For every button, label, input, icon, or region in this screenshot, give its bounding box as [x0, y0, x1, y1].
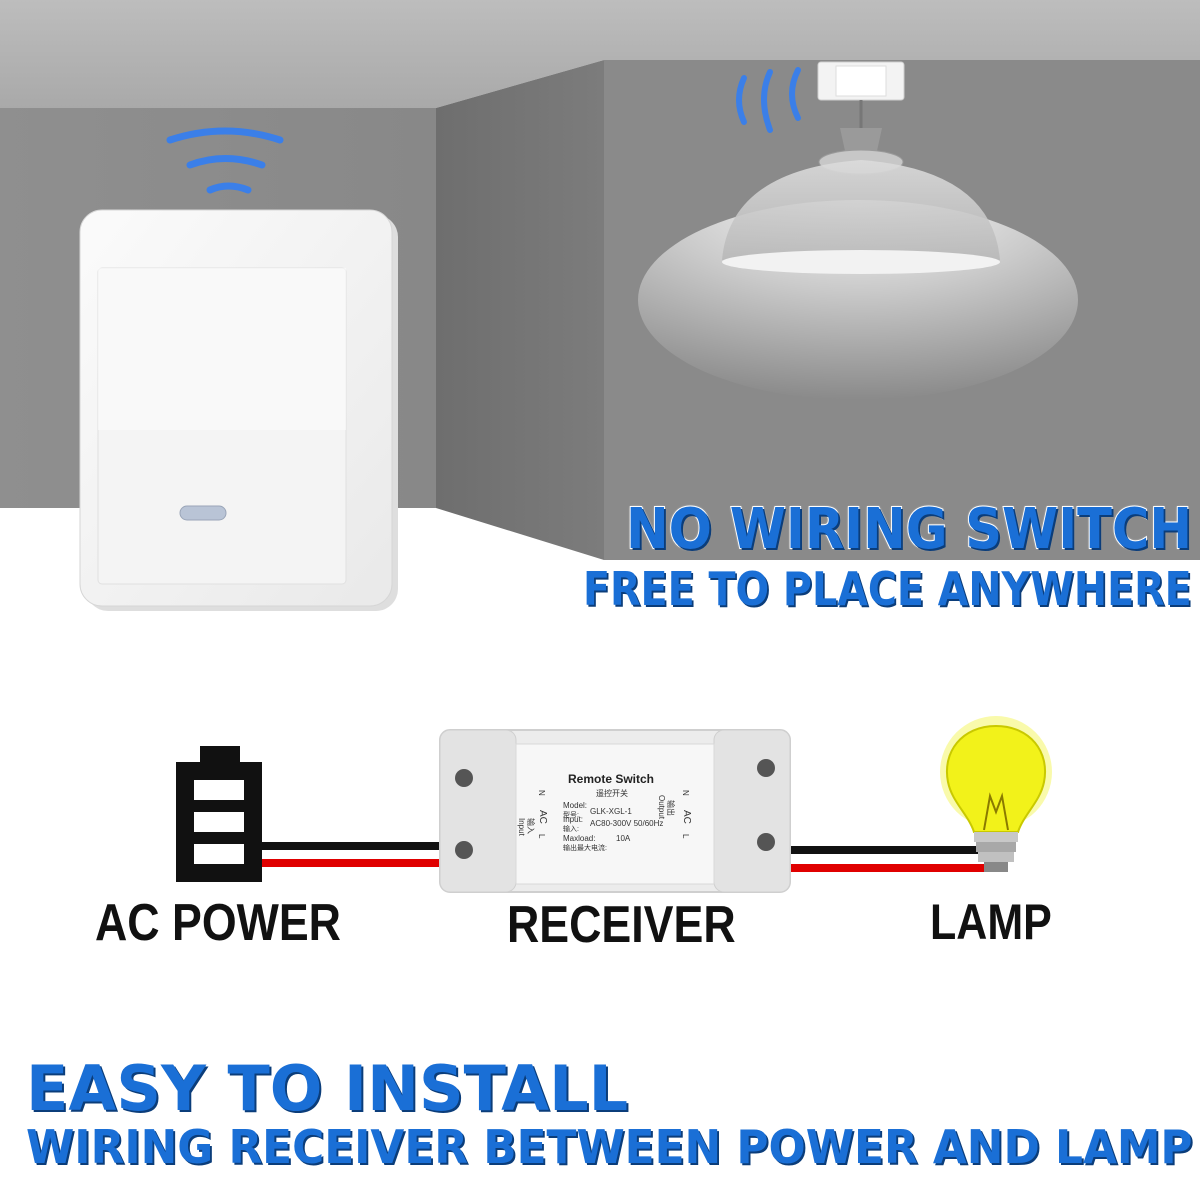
- receiver-input-l: L: [537, 834, 546, 839]
- receiver-title: Remote Switch: [568, 772, 655, 786]
- lamp-signal-icon: [736, 67, 801, 133]
- room-scene: [0, 0, 1200, 611]
- switch-signal-icon: [166, 127, 284, 194]
- headline-subtitle: FREE TO PLACE ANYWHERE: [582, 561, 1192, 617]
- headline-title: NO WIRING SWITCH: [625, 496, 1193, 563]
- ceiling-lamp-icon: [722, 128, 1000, 274]
- receiver-input-side-cn: 输入: [526, 818, 535, 834]
- receiver-title-cn: 遥控开关: [596, 789, 628, 798]
- receiver-model-label: Model:: [563, 801, 588, 810]
- receiver-input-ac: AC: [537, 810, 548, 824]
- ceiling-receiver-icon: [817, 61, 905, 101]
- receiver-maxload-label: Maxload:: [563, 834, 596, 843]
- receiver-input-n: N: [537, 790, 546, 796]
- light-bulb-icon: [940, 716, 1052, 872]
- receiver-output-l: L: [681, 834, 690, 839]
- corner-wall: [436, 60, 604, 560]
- battery-icon: [176, 746, 262, 882]
- footer-title: EASY TO INSTALL: [25, 1051, 629, 1126]
- receiver-maxload-value: 10A: [616, 834, 631, 843]
- receiver-output-ac: AC: [681, 810, 692, 824]
- receiver-input-label-cn: 输入:: [563, 826, 579, 833]
- wiring-diagram: [176, 716, 1052, 893]
- receiver-output-side-cn: 输出: [666, 800, 675, 816]
- receiver-input-value: AC80-300V 50/60Hz: [590, 819, 664, 828]
- wall-switch-icon: [79, 209, 398, 611]
- receiver-input-label: Input:: [563, 815, 584, 824]
- receiver-device-icon: [439, 729, 791, 893]
- lamp-label: LAMP: [930, 894, 1052, 950]
- receiver-label: RECEIVER: [507, 896, 736, 954]
- receiver-maxload-label-cn: 输出最大电流:: [563, 845, 607, 852]
- footer-subtitle: WIRING RECEIVER BETWEEN POWER AND LAMP: [25, 1119, 1193, 1175]
- power-label: AC POWER: [95, 894, 341, 952]
- receiver-model-label-cn: 型号:: [563, 812, 579, 819]
- receiver-model-value: GLK-XGL-1: [590, 807, 632, 816]
- receiver-output-n: N: [681, 790, 690, 796]
- ceiling: [0, 0, 1200, 108]
